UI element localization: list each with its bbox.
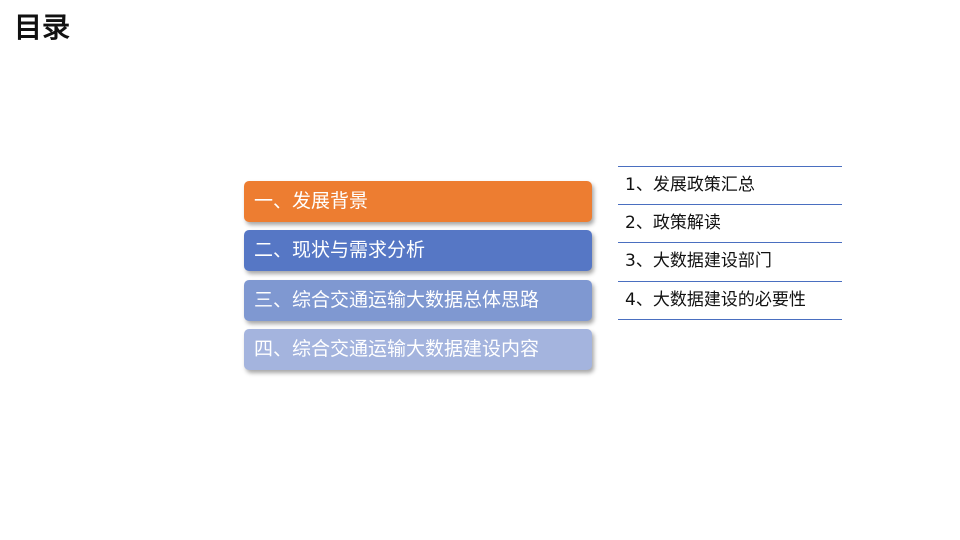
section-item-3[interactable]: 三、综合交通运输大数据总体思路 bbox=[244, 280, 592, 321]
subsection-item-3[interactable]: 3、大数据建设部门 bbox=[618, 242, 842, 280]
subsection-item-1[interactable]: 1、发展政策汇总 bbox=[618, 166, 842, 204]
section-item-2[interactable]: 二、现状与需求分析 bbox=[244, 230, 592, 271]
page-title: 目录 bbox=[14, 11, 71, 44]
subsection-item-2[interactable]: 2、政策解读 bbox=[618, 204, 842, 242]
subsection-divider bbox=[618, 319, 842, 320]
section-item-1[interactable]: 一、发展背景 bbox=[244, 181, 592, 222]
subsection-item-4[interactable]: 4、大数据建设的必要性 bbox=[618, 281, 842, 319]
section-item-4[interactable]: 四、综合交通运输大数据建设内容 bbox=[244, 329, 592, 370]
